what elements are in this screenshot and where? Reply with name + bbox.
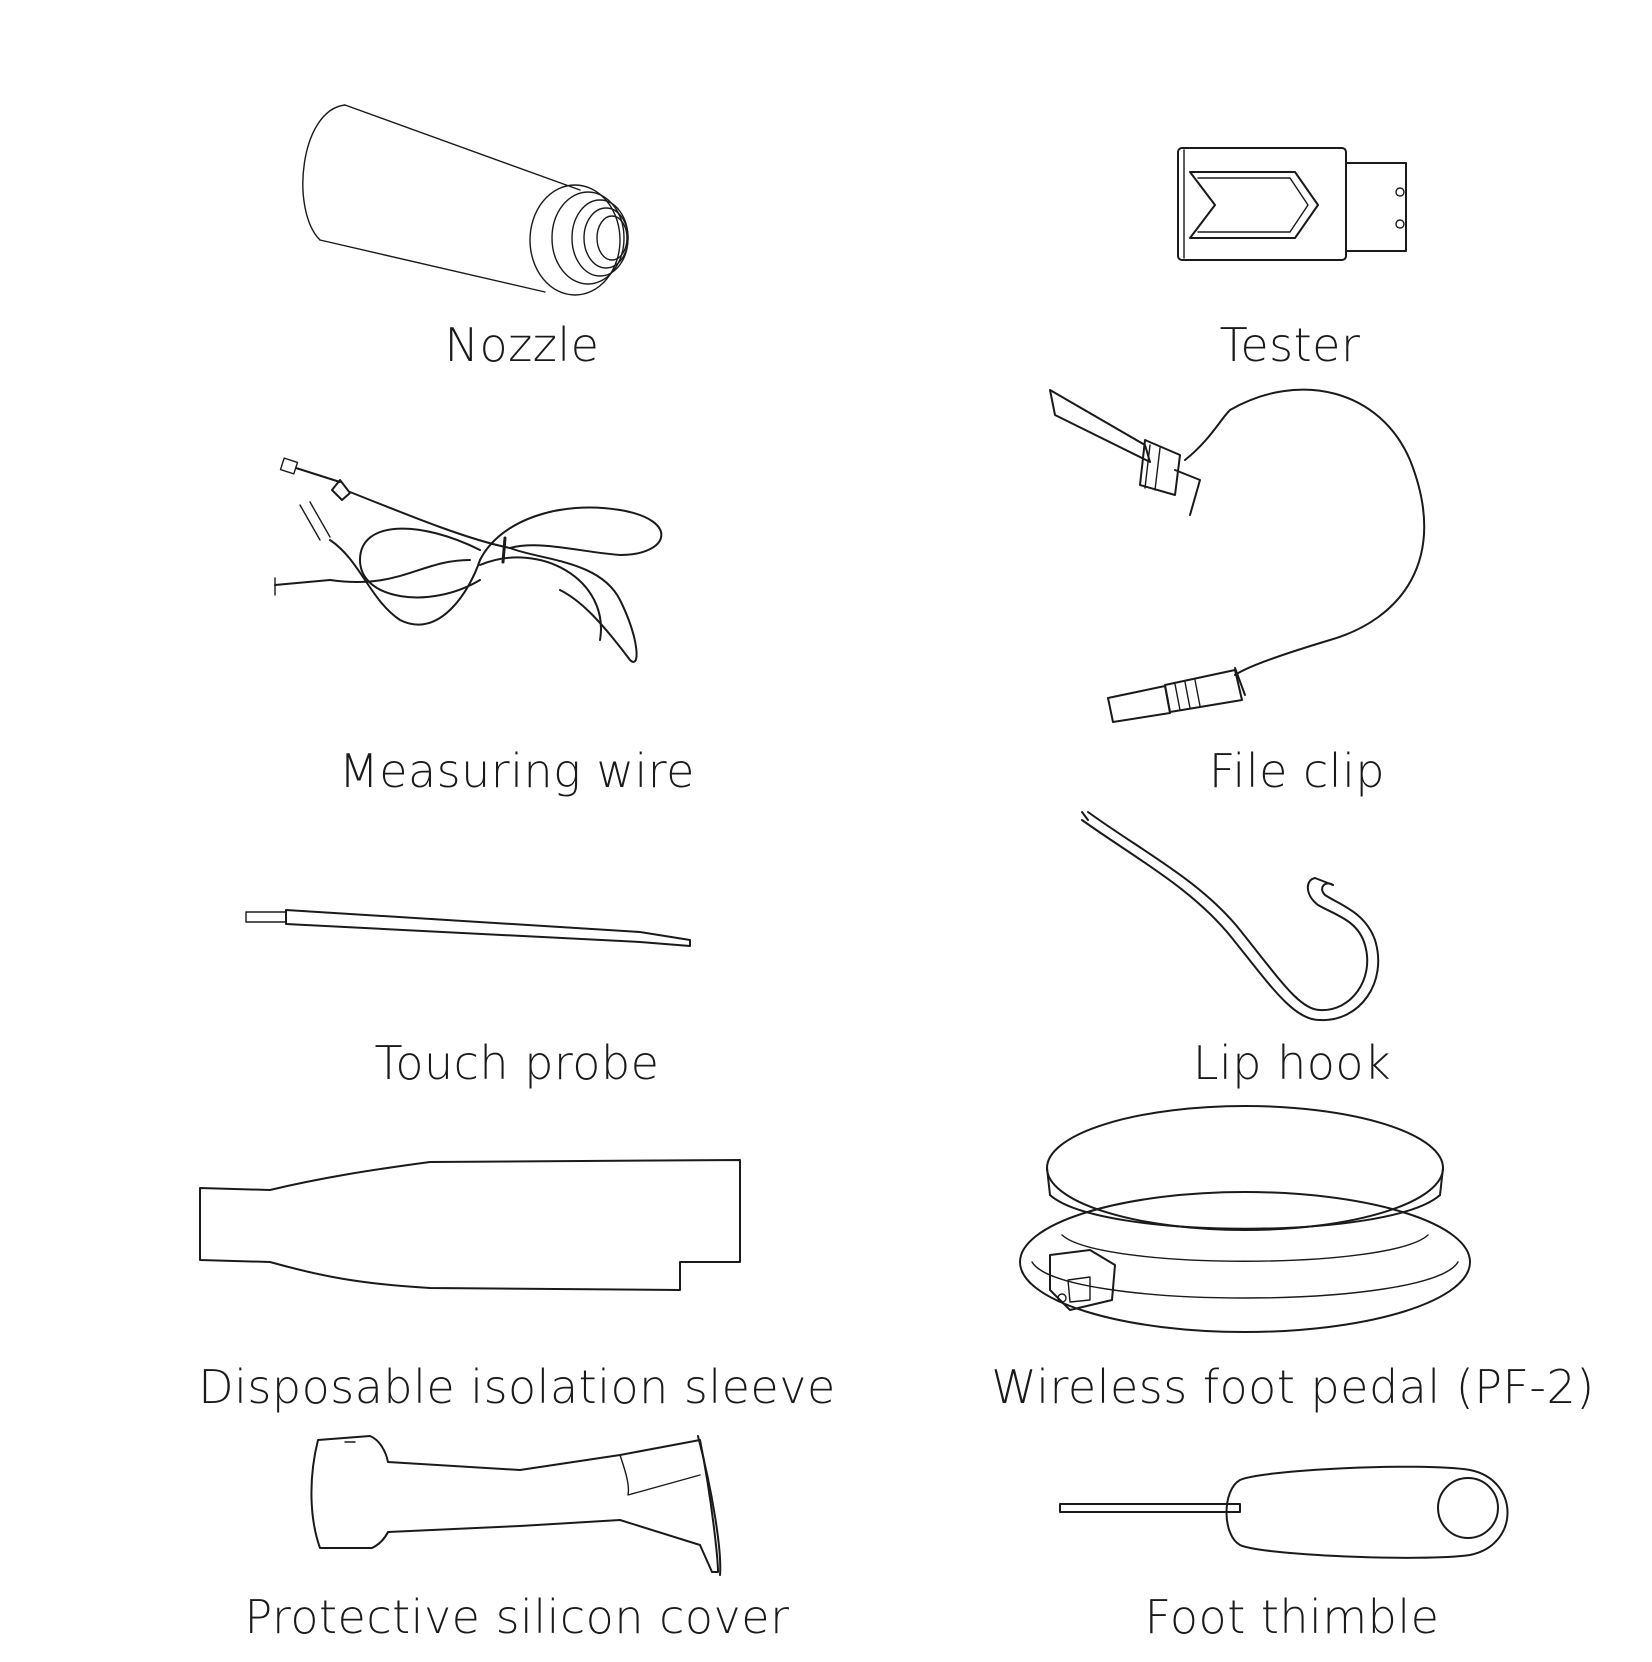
silicon-cover-drawing — [311, 1436, 720, 1575]
foot-thimble-label: Foot thimble — [1144, 1590, 1440, 1644]
lip-hook-drawing — [1082, 812, 1378, 1020]
foot-pedal-label: Wireless foot pedal (PF-2) — [991, 1360, 1595, 1414]
silicon-cover-label: Protective silicon cover — [244, 1590, 790, 1644]
file-clip-drawing — [1050, 390, 1424, 722]
nozzle-drawing — [303, 105, 628, 295]
sleeve-drawing — [200, 1160, 740, 1290]
foot-pedal-drawing — [1020, 1106, 1470, 1332]
lip-hook-label: Lip hook — [1192, 1036, 1392, 1090]
tester-drawing — [1178, 148, 1406, 260]
measuring-wire-drawing — [275, 458, 661, 662]
tester-label: Tester — [1219, 318, 1361, 372]
file-clip-label: File clip — [1208, 744, 1386, 798]
touch-probe-label: Touch probe — [374, 1036, 660, 1090]
measuring-wire-label: Measuring wire — [339, 744, 695, 798]
nozzle-label: Nozzle — [444, 318, 600, 372]
touch-probe-drawing — [246, 910, 690, 946]
sleeve-label: Disposable isolation sleeve — [198, 1360, 836, 1414]
foot-thimble-drawing — [1060, 1467, 1508, 1558]
